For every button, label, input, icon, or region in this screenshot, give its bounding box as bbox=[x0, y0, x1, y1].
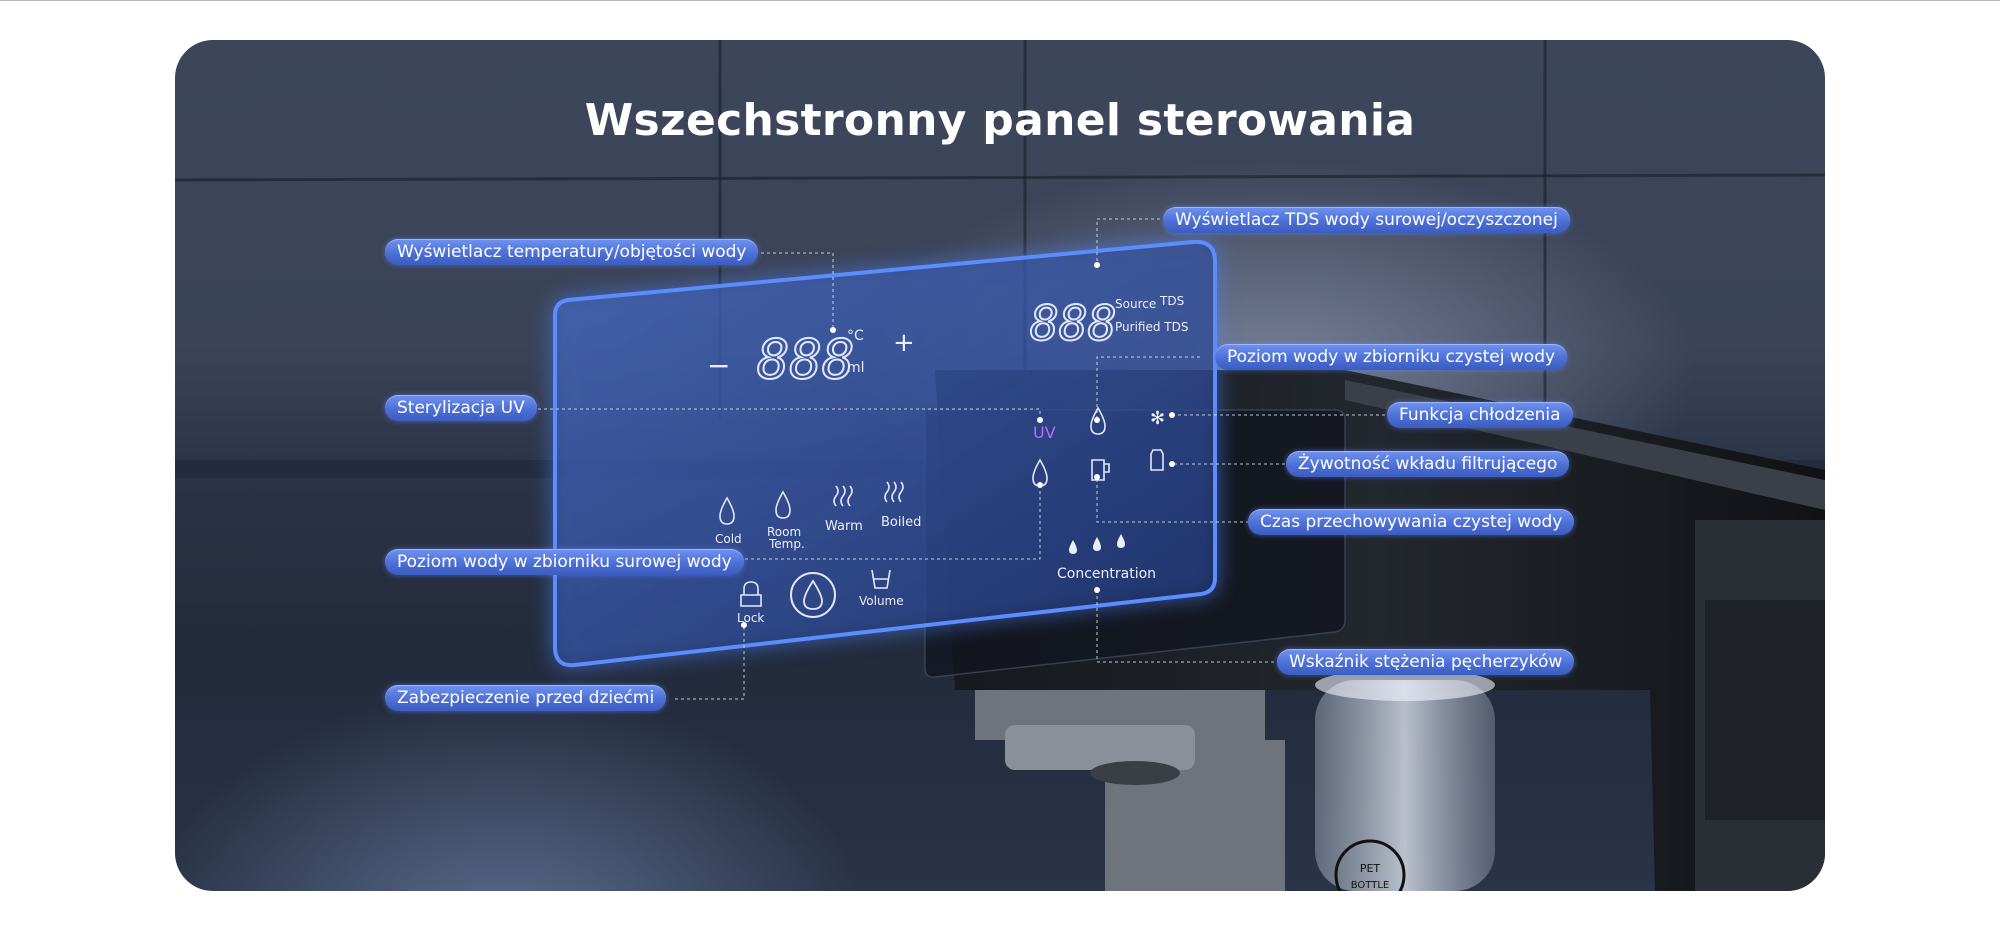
minus-button[interactable]: − bbox=[707, 349, 730, 382]
product-banner: Wszechstronny panel sterowania bbox=[175, 40, 1825, 891]
clean-water-drop-icon bbox=[1090, 406, 1106, 435]
dispenser-base bbox=[975, 690, 1285, 891]
pet-label: PET bbox=[1360, 862, 1381, 875]
pet-bottle-stamp bbox=[1334, 839, 1406, 891]
tds-label: TDS bbox=[1159, 294, 1184, 308]
dispense-button[interactable] bbox=[790, 572, 836, 618]
purified-tds-label: Purified TDS bbox=[1115, 320, 1188, 334]
water-bottle bbox=[1315, 680, 1495, 891]
volume-cup-icon[interactable] bbox=[871, 569, 891, 589]
tds-display-digits: 888 bbox=[1030, 296, 1117, 352]
label-storage-time: Czas przechowywania czystej wody bbox=[1248, 509, 1575, 535]
page-title: Wszechstronny panel sterowania bbox=[584, 95, 1416, 147]
concentration-label[interactable]: Concentration bbox=[1057, 566, 1156, 582]
water-dispenser-illustration: PET BOTTLE − 888 °C ml + 888 Source TDS … bbox=[553, 239, 1825, 891]
bubble-drops-icon[interactable] bbox=[1069, 534, 1125, 554]
dispense-drop-icon bbox=[803, 579, 823, 610]
plus-button[interactable]: + bbox=[893, 328, 915, 358]
label-bubble-concentration: Wskaźnik stężenia pęcherzyków bbox=[1277, 649, 1575, 675]
unit-ml: ml bbox=[847, 360, 865, 376]
faucet-block bbox=[1005, 725, 1195, 770]
label-uv-sterilization: Sterylizacja UV bbox=[385, 395, 537, 421]
boiled-label[interactable]: Boiled bbox=[881, 515, 921, 530]
snowflake-icon: ✻ bbox=[1150, 408, 1165, 429]
bottle-label: BOTTLE bbox=[1351, 880, 1390, 891]
label-filter-life: Żywotność wkładu filtrującego bbox=[1286, 451, 1570, 477]
room-label-line2[interactable]: Temp. bbox=[768, 537, 805, 551]
temp-display-digits: 888 bbox=[757, 328, 855, 391]
filter-cartridge-icon bbox=[1150, 449, 1164, 471]
warm-label[interactable]: Warm bbox=[825, 519, 863, 534]
label-clean-tank-level: Poziom wody w zbiorniku czystej wody bbox=[1215, 344, 1568, 370]
uv-icon: UV bbox=[1033, 423, 1056, 442]
lock-label[interactable]: Lock bbox=[737, 611, 764, 625]
volume-label[interactable]: Volume bbox=[859, 594, 904, 608]
cold-label[interactable]: Cold bbox=[715, 532, 742, 546]
bottle-cap bbox=[1315, 669, 1495, 701]
side-window-inner bbox=[1705, 600, 1825, 820]
source-label: Source bbox=[1115, 297, 1156, 311]
faucet-nozzle bbox=[1090, 761, 1180, 785]
unit-celsius: °C bbox=[847, 328, 864, 344]
label-cooling-function: Funkcja chłodzenia bbox=[1387, 402, 1573, 428]
label-temp-volume-display: Wyświetlacz temperatury/objętości wody bbox=[385, 239, 759, 265]
top-divider bbox=[0, 0, 2000, 1]
lock-icon[interactable] bbox=[740, 581, 762, 607]
label-child-lock: Zabezpieczenie przed dziećmi bbox=[385, 685, 667, 711]
label-tds-display: Wyświetlacz TDS wody surowej/oczyszczone… bbox=[1163, 207, 1570, 233]
label-raw-tank-level: Poziom wody w zbiorniku surowej wody bbox=[385, 549, 744, 575]
